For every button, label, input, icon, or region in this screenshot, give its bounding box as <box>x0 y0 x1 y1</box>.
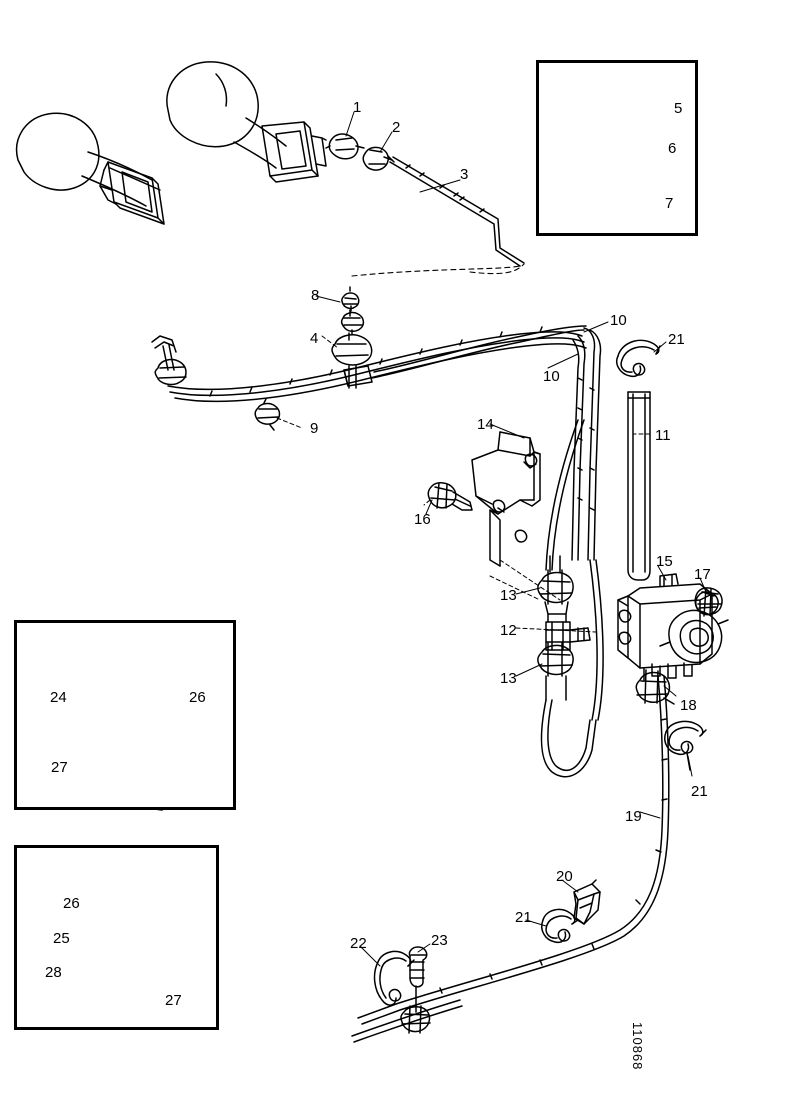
callout-21-bottom: 21 <box>515 909 532 926</box>
part-22-clamp <box>373 950 415 1006</box>
callout-23: 23 <box>431 932 448 949</box>
return-line-dashed <box>351 263 525 277</box>
callout-13-upper: 13 <box>500 587 517 604</box>
callout-15: 15 <box>656 553 673 570</box>
callout-22: 22 <box>350 935 367 952</box>
part-15-valve-body <box>617 573 729 679</box>
callout-3: 3 <box>460 166 469 183</box>
drawing-number: 110868 <box>630 1022 645 1071</box>
part-11-rod <box>627 391 651 581</box>
inset-lower-callout-28: 28 <box>45 964 62 981</box>
part-20-bracket <box>573 879 601 925</box>
callout-7: 7 <box>665 195 674 212</box>
inset-upper-callout-26: 26 <box>189 689 206 706</box>
inset-box-valve-upper <box>14 620 236 810</box>
air-horn-right <box>166 61 327 183</box>
part-8-fitting <box>341 286 360 317</box>
inset-lower-callout-26: 26 <box>63 895 80 912</box>
callout-8: 8 <box>311 287 320 304</box>
inset-upper-callout-24: 24 <box>50 689 67 706</box>
inset-lower-callout-27: 27 <box>165 992 182 1009</box>
callout-leaders <box>315 111 707 967</box>
callout-6: 6 <box>668 140 677 157</box>
part-13-coupling-upper <box>537 555 574 623</box>
callout-2: 2 <box>392 119 401 136</box>
inset-lower-callout-25: 25 <box>53 930 70 947</box>
callout-9: 9 <box>310 420 319 437</box>
part-13-coupling-lower <box>537 642 574 701</box>
main-air-line-bundle <box>151 325 587 403</box>
part-4-tee-valve <box>331 305 373 389</box>
callout-20: 20 <box>556 868 573 885</box>
callout-17: 17 <box>694 566 711 583</box>
inset-box-pedal-valve <box>536 60 698 236</box>
part-17-bolt <box>695 587 719 617</box>
part-21-clamp-bottom <box>541 908 579 944</box>
callout-4: 4 <box>310 330 319 347</box>
bottom-cross-line <box>351 999 463 1043</box>
callout-21-right: 21 <box>691 783 708 800</box>
callout-10: 10 <box>610 312 627 329</box>
part-21-clamp-right <box>664 720 707 771</box>
callout-11: 11 <box>655 427 671 444</box>
part-21-clamp-upper <box>616 339 661 378</box>
callout-19: 19 <box>625 808 642 825</box>
callout-18: 18 <box>680 697 697 714</box>
inset-upper-callout-27: 27 <box>51 759 68 776</box>
part-1-fitting <box>325 133 365 160</box>
part-2-connector <box>362 146 395 171</box>
part-16-bolt <box>423 482 473 511</box>
callout-14: 14 <box>477 416 494 433</box>
callout-1: 1 <box>353 99 362 116</box>
callout-21-upper: 21 <box>668 331 685 348</box>
callout-12: 12 <box>500 622 517 639</box>
callout-10-second: 10 <box>543 368 560 385</box>
lower-hose-loop <box>540 699 597 778</box>
callout-5: 5 <box>674 100 683 117</box>
part-14-bracket <box>471 431 541 567</box>
inset-box-valve-lower <box>14 845 219 1030</box>
air-horn-left <box>15 112 165 225</box>
part-10-vertical-lines <box>545 327 604 721</box>
line-19-long-run <box>357 675 670 1025</box>
callout-16: 16 <box>414 511 431 528</box>
part-18-drain-valve <box>635 667 675 705</box>
part-3-air-line <box>389 156 525 267</box>
callout-13-lower: 13 <box>500 670 517 687</box>
part-9-clip <box>254 398 303 431</box>
